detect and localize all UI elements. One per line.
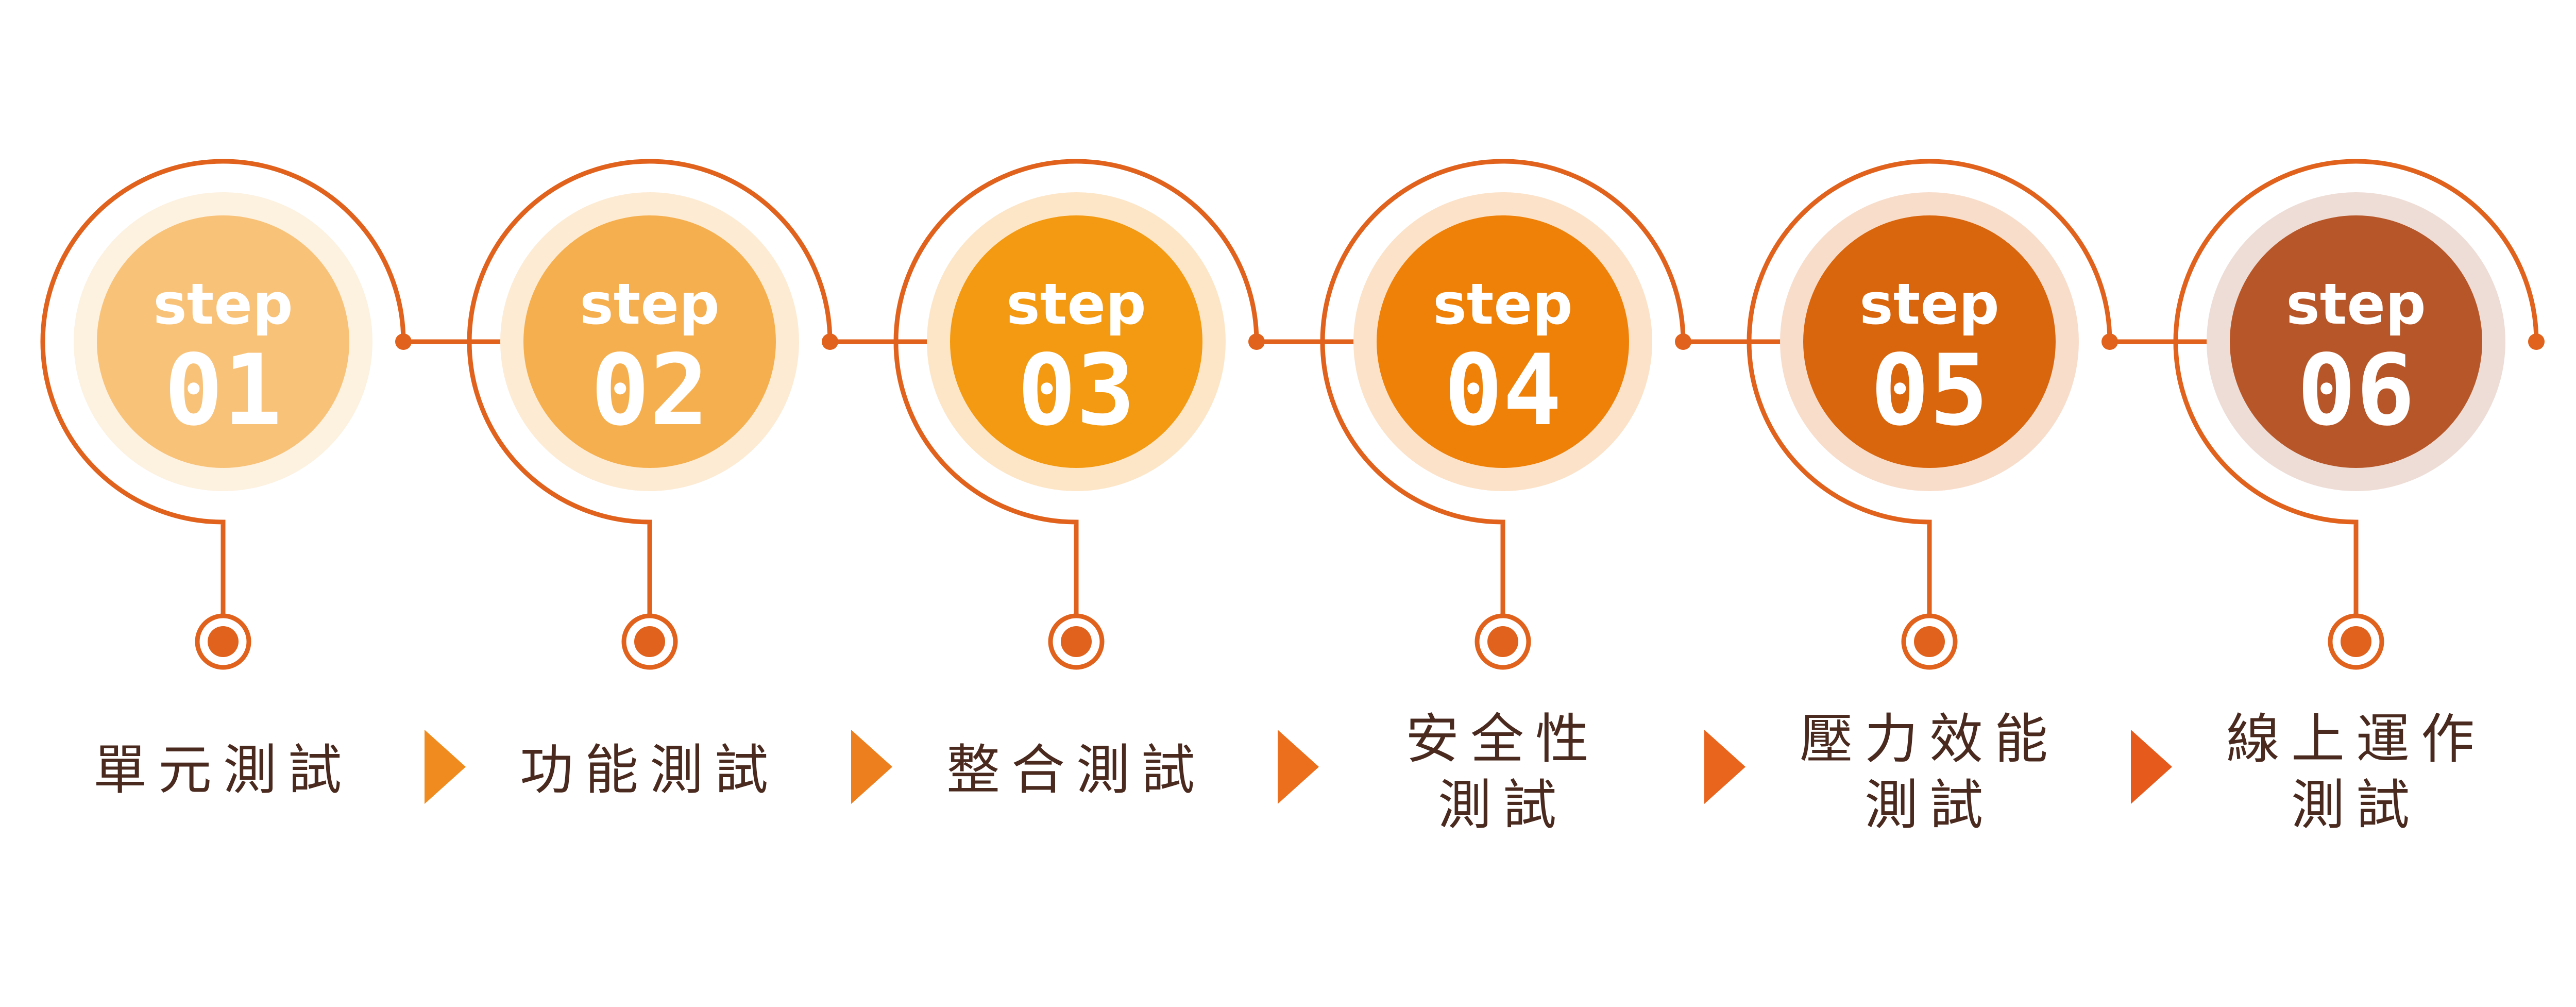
- step-1-circle: [97, 215, 349, 468]
- step-2-target-dot: [634, 626, 665, 657]
- step-2-number: 02: [591, 333, 709, 447]
- step-1-label: 單元測試: [69, 737, 378, 803]
- step-4-label-line-1: 安全性: [1405, 708, 1600, 770]
- step-3-number: 03: [1018, 333, 1136, 447]
- step-5-number: 05: [1871, 333, 1989, 447]
- step-4-outer-ring: [1320, 159, 1686, 616]
- step-4-target-dot: [1487, 626, 1518, 657]
- step-2-circle: [523, 215, 776, 468]
- step-6-target-dot: [2341, 626, 2371, 657]
- step-5-target-dot: [1914, 626, 1945, 657]
- step-6-label-line-2: 測試: [2291, 774, 2421, 836]
- step-6-end-dot: [2528, 333, 2545, 350]
- step-6-number: 06: [2297, 333, 2415, 447]
- step-6-label-line-1: 線上運作: [2226, 708, 2486, 770]
- step-5-label: 壓力效能測試: [1775, 706, 2084, 838]
- arrow-1-to-2: [425, 730, 466, 804]
- step-5-word: step: [1859, 271, 1999, 337]
- step-1-word: step: [153, 271, 293, 337]
- step-4-word: step: [1433, 271, 1572, 337]
- step-2-label: 功能測試: [495, 737, 804, 803]
- step-3-target-dot: [1061, 626, 1092, 657]
- step-3-word: step: [1006, 271, 1146, 337]
- step-5-label-line-2: 測試: [1864, 774, 1994, 836]
- step-2-word: step: [580, 271, 719, 337]
- step-3-label-line-1: 整合測試: [946, 739, 1206, 801]
- arrow-3-to-4: [1278, 730, 1319, 804]
- arrow-4-to-5: [1704, 730, 1745, 804]
- step-1-label-line-1: 單元測試: [93, 739, 353, 801]
- step-5-outer-ring: [1747, 159, 2112, 616]
- step-4-circle: [1377, 215, 1629, 468]
- step-3-circle: [950, 215, 1202, 468]
- step-5-label-line-1: 壓力效能: [1799, 708, 2059, 770]
- step-4-label: 安全性測試: [1348, 706, 1657, 838]
- step-1-outer-ring: [40, 159, 406, 616]
- step-3-outer-ring: [893, 159, 1259, 616]
- step-1-number: 01: [164, 333, 282, 447]
- step-6-word: step: [2286, 271, 2426, 337]
- step-2-outer-ring: [467, 159, 833, 616]
- step-1-target-dot: [208, 626, 239, 657]
- step-4-number: 04: [1444, 333, 1562, 447]
- step-3-label: 整合測試: [922, 737, 1231, 803]
- step-6-label: 線上運作測試: [2201, 706, 2511, 838]
- step-5-circle: [1803, 215, 2056, 468]
- step-2-label-line-1: 功能測試: [519, 739, 779, 801]
- step-6-circle: [2230, 215, 2482, 468]
- step-6-outer-ring: [2173, 159, 2539, 616]
- arrow-5-to-6: [2131, 730, 2172, 804]
- arrow-2-to-3: [851, 730, 892, 804]
- step-4-label-line-2: 測試: [1437, 774, 1568, 836]
